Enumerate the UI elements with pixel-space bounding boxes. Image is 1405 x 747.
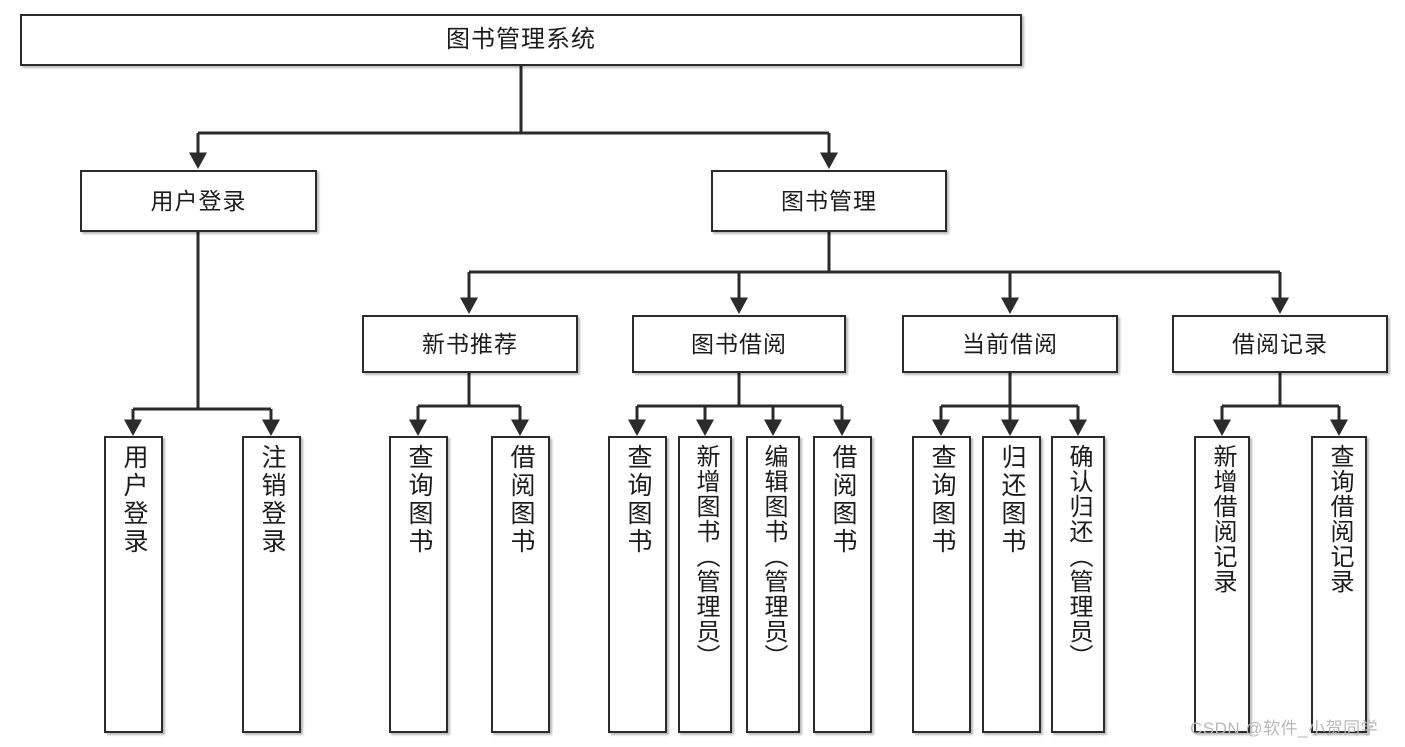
- node-leaf-add-borrow-record[interactable]: 新增借阅记录: [1194, 436, 1250, 733]
- node-label: 确认归还（管理员）: [1065, 444, 1092, 669]
- node-label: 新增借阅记录: [1209, 444, 1236, 594]
- node-label: 新书推荐: [422, 330, 518, 357]
- node-label: 归还图书: [998, 444, 1026, 556]
- node-label: 图书借阅: [691, 330, 787, 357]
- node-leaf-query-book-current[interactable]: 查询图书: [912, 436, 971, 733]
- node-label: 当前借阅: [962, 330, 1058, 357]
- node-leaf-logout[interactable]: 注销登录: [242, 436, 301, 733]
- node-leaf-borrow-book-recommend[interactable]: 借阅图书: [491, 436, 550, 733]
- node-label: 图书管理系统: [446, 26, 596, 54]
- node-leaf-query-book-recommend[interactable]: 查询图书: [389, 436, 448, 733]
- node-label: 查询借阅记录: [1326, 444, 1353, 594]
- node-leaf-edit-book-admin[interactable]: 编辑图书（管理员）: [746, 436, 800, 733]
- node-label: 用户登录: [150, 187, 247, 214]
- node-label: 注销登录: [258, 444, 286, 556]
- node-leaf-query-book-borrow[interactable]: 查询图书: [608, 436, 667, 733]
- node-label: 查询图书: [624, 444, 652, 556]
- node-leaf-query-borrow-record[interactable]: 查询借阅记录: [1311, 436, 1367, 733]
- watermark-text: CSDN @软件_小贺同学: [1190, 719, 1379, 738]
- node-book-management[interactable]: 图书管理: [711, 170, 947, 232]
- node-leaf-confirm-return-admin[interactable]: 确认归还（管理员）: [1051, 436, 1105, 733]
- node-root-system[interactable]: 图书管理系统: [20, 14, 1022, 66]
- node-label: 借阅图书: [829, 444, 857, 556]
- node-label: 图书管理: [781, 187, 877, 214]
- node-leaf-add-book-admin[interactable]: 新增图书（管理员）: [678, 436, 732, 733]
- node-label: 查询图书: [405, 444, 433, 556]
- node-user-login[interactable]: 用户登录: [80, 170, 317, 232]
- node-leaf-user-login[interactable]: 用户登录: [104, 436, 163, 733]
- node-label: 用户登录: [120, 444, 148, 556]
- node-borrow-record[interactable]: 借阅记录: [1172, 315, 1388, 373]
- node-label: 查询图书: [928, 444, 956, 556]
- node-current-borrow[interactable]: 当前借阅: [902, 315, 1118, 373]
- node-book-borrow[interactable]: 图书借阅: [632, 315, 846, 373]
- node-label: 新增图书（管理员）: [692, 444, 719, 669]
- node-label: 编辑图书（管理员）: [760, 444, 787, 669]
- node-label: 借阅图书: [507, 444, 535, 556]
- node-leaf-return-book[interactable]: 归还图书: [982, 436, 1041, 733]
- node-new-book-recommend[interactable]: 新书推荐: [362, 315, 578, 373]
- node-label: 借阅记录: [1232, 330, 1328, 357]
- node-leaf-borrow-book[interactable]: 借阅图书: [813, 436, 872, 733]
